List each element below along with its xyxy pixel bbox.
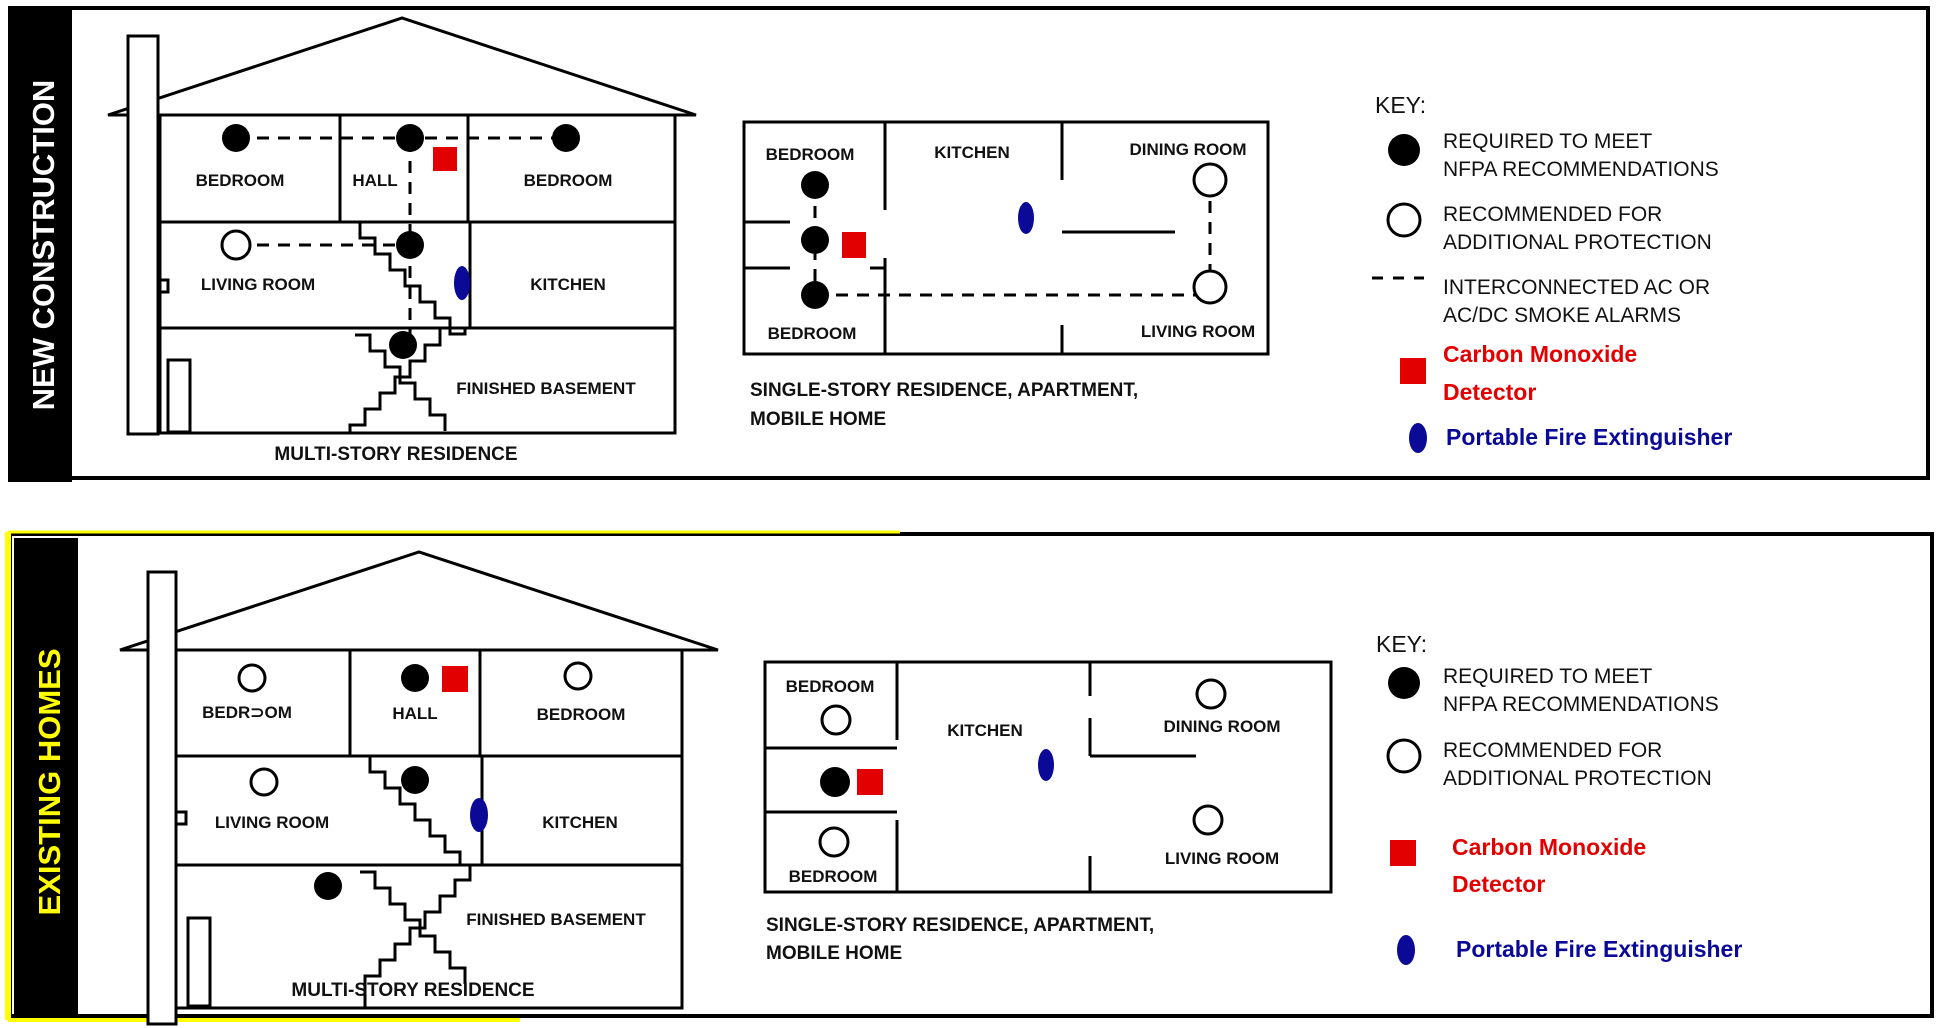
co-detector-icon: [442, 666, 468, 692]
room-label-kitchen: KITCHEN: [542, 813, 618, 832]
smoke-alarm-required: [396, 231, 424, 259]
room-label-bedroom: BEDROOM: [789, 867, 878, 886]
caption-multi-story: MULTI-STORY RESIDENCE: [291, 980, 534, 1001]
co-detector-icon: [857, 769, 883, 795]
key-co-line2: Detector: [1443, 379, 1536, 405]
existing-homes-diagram: EXISTING HOMES BEDR⊃OM HALL BEDROOM LIVI…: [5, 530, 1934, 1026]
smoke-alarm-recommended: [1192, 269, 1228, 305]
key-required-line1: REQUIRED TO MEET: [1443, 130, 1652, 153]
smoke-alarm-required: [801, 171, 829, 199]
smoke-alarm-required: [222, 124, 250, 152]
key-co-detector-icon: [1390, 840, 1416, 866]
room-label-bedroom: BEDROOM: [768, 324, 857, 343]
fire-extinguisher-icon: [470, 798, 488, 832]
single-story-plan: [742, 120, 1270, 356]
side-band: [14, 538, 78, 1016]
key-extinguisher-label: Portable Fire Extinguisher: [1446, 424, 1732, 450]
room-label-bedroom: BEDROOM: [537, 705, 626, 724]
smoke-alarm-recommended: [249, 767, 279, 797]
room-label-finished-basement: FINISHED BASEMENT: [456, 379, 636, 398]
room-label-bedroom: BEDROOM: [524, 171, 613, 190]
room-label-kitchen: KITCHEN: [947, 721, 1023, 740]
key-required-line2: NFPA RECOMMENDATIONS: [1443, 158, 1719, 181]
side-band: [8, 8, 72, 482]
room-label-finished-basement: FINISHED BASEMENT: [466, 910, 646, 929]
smoke-alarm-recommended: [818, 826, 850, 858]
room-label-kitchen: KITCHEN: [530, 275, 606, 294]
room-label-dining-room: DINING ROOM: [1129, 140, 1246, 159]
fire-extinguisher-icon: [454, 266, 470, 300]
key-recommended-line2: ADDITIONAL PROTECTION: [1443, 767, 1712, 790]
smoke-alarm-recommended: [563, 661, 593, 691]
key-title: KEY:: [1375, 92, 1426, 118]
key-required-line1: REQUIRED TO MEET: [1443, 665, 1652, 688]
room-label-dining-room: DINING ROOM: [1163, 717, 1280, 736]
key-co-detector-icon: [1400, 358, 1426, 384]
room-label-hall: HALL: [392, 704, 437, 723]
key-interconnected-line1: INTERCONNECTED AC OR: [1443, 276, 1710, 299]
caption-single-story-line1: SINGLE-STORY RESIDENCE, APARTMENT,: [750, 380, 1138, 401]
key-co-line1: Carbon Monoxide: [1443, 341, 1637, 367]
room-label-living-room: LIVING ROOM: [201, 275, 315, 294]
room-label-living-room: LIVING ROOM: [1165, 849, 1279, 868]
fire-extinguisher-icon: [1018, 202, 1034, 234]
key-co-line1: Carbon Monoxide: [1452, 834, 1646, 860]
key-interconnected-line2: AC/DC SMOKE ALARMS: [1443, 304, 1681, 327]
smoke-alarm-recommended: [1192, 162, 1228, 198]
new-construction-diagram: NEW CONSTRUCTION BEDROOM HALL BEDROOM LI…: [8, 6, 1930, 482]
key-extinguisher-icon: [1397, 935, 1415, 965]
key-extinguisher-icon: [1409, 423, 1427, 453]
smoke-alarm-required: [801, 226, 829, 254]
smoke-alarm-required: [401, 766, 429, 794]
room-label-bedroom: BEDROOM: [786, 677, 875, 696]
smoke-alarm-recommended: [220, 229, 252, 261]
existing-homes-panel: EXISTING HOMES BEDR⊃OM HALL BEDROOM LIVI…: [0, 520, 1940, 1028]
multi-story-house: [119, 550, 719, 1026]
key-required-icon: [1388, 667, 1420, 699]
single-story-interconnect-lines: [813, 180, 1212, 297]
key-recommended-line1: RECOMMENDED FOR: [1443, 203, 1662, 226]
key-recommended-icon: [1386, 202, 1422, 238]
caption-single-story-line2: MOBILE HOME: [750, 409, 886, 430]
key-recommended-icon: [1386, 738, 1422, 774]
single-story-plan: [763, 660, 1333, 894]
smoke-alarm-required: [552, 124, 580, 152]
smoke-alarm-recommended: [820, 704, 852, 736]
room-label-bedroom: BEDR⊃OM: [202, 703, 292, 722]
side-label: EXISTING HOMES: [32, 649, 67, 916]
key-co-line2: Detector: [1452, 871, 1545, 897]
smoke-alarm-required: [401, 664, 429, 692]
smoke-alarm-required: [820, 767, 850, 797]
key-recommended-line1: RECOMMENDED FOR: [1443, 739, 1662, 762]
room-label-living-room: LIVING ROOM: [215, 813, 329, 832]
room-label-bedroom: BEDROOM: [196, 171, 285, 190]
co-detector-icon: [433, 147, 457, 171]
room-label-kitchen: KITCHEN: [934, 143, 1010, 162]
room-label-bedroom: BEDROOM: [766, 145, 855, 164]
smoke-alarm-required: [801, 281, 829, 309]
smoke-alarm-required: [389, 331, 417, 359]
multi-story-interconnect-lines: [236, 136, 566, 340]
room-label-living-room: LIVING ROOM: [1141, 322, 1255, 341]
key-title: KEY:: [1376, 631, 1427, 657]
caption-single-story-line1: SINGLE-STORY RESIDENCE, APARTMENT,: [766, 915, 1154, 936]
room-label-hall: HALL: [352, 171, 397, 190]
smoke-alarm-recommended: [237, 663, 267, 693]
key-extinguisher-label: Portable Fire Extinguisher: [1456, 936, 1742, 962]
smoke-alarm-required: [396, 124, 424, 152]
side-label: NEW CONSTRUCTION: [26, 80, 61, 411]
key-required-line2: NFPA RECOMMENDATIONS: [1443, 693, 1719, 716]
new-construction-panel: NEW CONSTRUCTION BEDROOM HALL BEDROOM LI…: [0, 0, 1940, 490]
smoke-alarm-recommended: [1195, 678, 1227, 710]
fire-extinguisher-icon: [1038, 749, 1054, 781]
smoke-alarm-recommended: [1192, 804, 1224, 836]
co-detector-icon: [842, 232, 866, 258]
key-recommended-line2: ADDITIONAL PROTECTION: [1443, 231, 1712, 254]
key-required-icon: [1388, 134, 1420, 166]
smoke-alarm-required: [314, 872, 342, 900]
multi-story-house: [107, 16, 697, 436]
caption-single-story-line2: MOBILE HOME: [766, 943, 902, 964]
caption-multi-story: MULTI-STORY RESIDENCE: [274, 444, 517, 465]
